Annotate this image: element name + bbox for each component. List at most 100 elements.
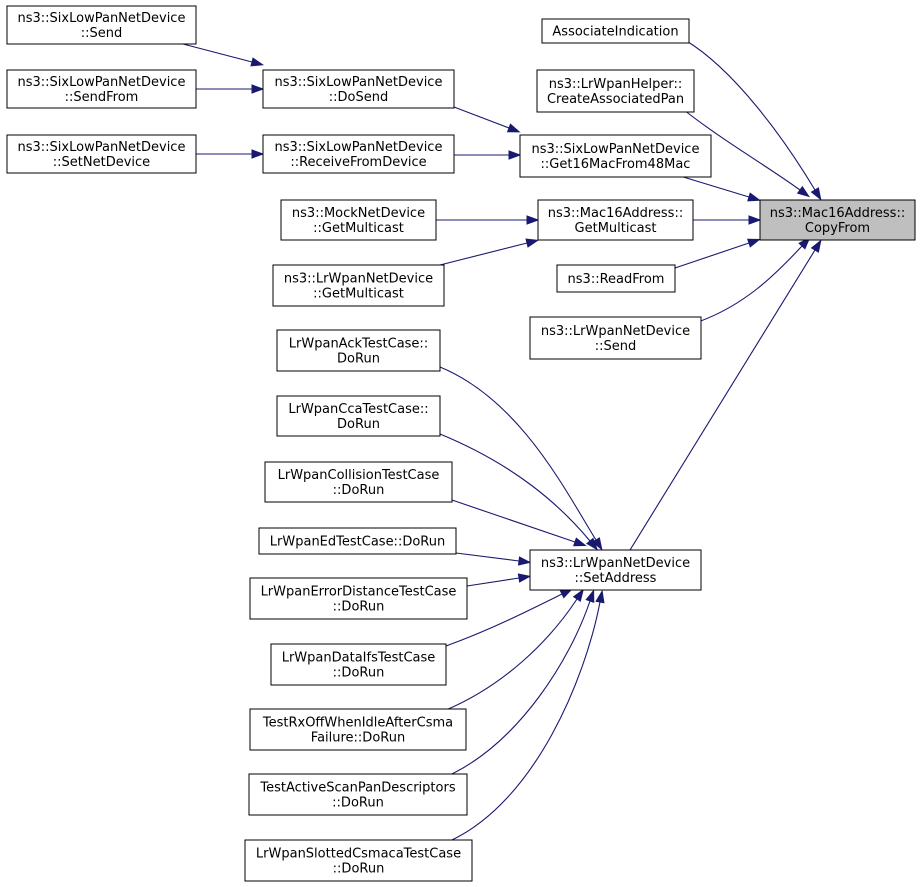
node-setnetdev6[interactable]: ns3::SixLowPanNetDevice::SetNetDevice xyxy=(6,134,197,174)
edge-setnetdev6-to-recvfrom6 xyxy=(196,149,265,159)
node-box xyxy=(529,549,702,591)
node-label-line: ::SetNetDevice xyxy=(53,155,150,170)
edge-ed-to-setaddr xyxy=(455,552,532,566)
node-box xyxy=(759,199,916,241)
node-slotted[interactable]: LrWpanSlottedCsmacaTestCase::DoRun xyxy=(244,839,473,882)
node-recvfrom6[interactable]: ns3::SixLowPanNetDevice::ReceiveFromDevi… xyxy=(262,134,455,174)
node-label-line: ns3::SixLowPanNetDevice xyxy=(18,140,186,155)
edge-line xyxy=(451,600,591,775)
node-label-line: ::GetMulticast xyxy=(313,287,404,302)
node-label-line: LrWpanAckTestCase:: xyxy=(289,337,428,352)
edge-line xyxy=(439,433,591,542)
node-label-line: ns3::LrWpanNetDevice xyxy=(284,272,433,287)
node-box xyxy=(262,69,455,109)
node-box xyxy=(6,5,197,45)
node-setaddr[interactable]: ns3::LrWpanNetDevice::SetAddress xyxy=(529,549,702,591)
node-label-line: ns3::SixLowPanNetDevice xyxy=(275,140,443,155)
edge-sendfrom6-to-dosend6 xyxy=(196,84,265,94)
node-box xyxy=(541,18,690,44)
node-copyfrom[interactable]: ns3::Mac16Address::CopyFrom xyxy=(759,199,916,241)
node-createpan[interactable]: ns3::LrWpanHelper::CreateAssociatedPan xyxy=(536,69,695,113)
arrowhead-icon xyxy=(810,187,822,201)
edge-get16-to-copyfrom xyxy=(679,175,761,202)
edge-line xyxy=(445,598,578,711)
node-label-line: LrWpanSlottedCsmacaTestCase xyxy=(256,847,461,862)
edge-line xyxy=(697,245,803,323)
node-errdist[interactable]: LrWpanErrorDistanceTestCase::DoRun xyxy=(249,577,468,620)
node-ack[interactable]: LrWpanAckTestCase::DoRun xyxy=(276,329,441,372)
node-label-line: LrWpanDataIfsTestCase xyxy=(282,651,436,666)
node-label-line: ::DoRun xyxy=(333,483,385,498)
arrowhead-icon xyxy=(595,589,605,604)
node-box xyxy=(519,134,712,178)
edge-assocind-to-copyfrom xyxy=(684,39,822,201)
node-label-line: GetMulticast xyxy=(575,221,657,236)
node-assocind[interactable]: AssociateIndication xyxy=(541,18,690,44)
arrowhead-icon xyxy=(585,589,595,604)
edge-line xyxy=(683,109,801,191)
edge-dosend6-to-get16 xyxy=(453,106,521,133)
edge-line xyxy=(466,577,520,587)
node-label-line: AssociateIndication xyxy=(552,25,678,40)
node-ed[interactable]: LrWpanEdTestCase::DoRun xyxy=(258,527,457,555)
node-dataifs[interactable]: LrWpanDataIfsTestCase::DoRun xyxy=(270,643,447,686)
node-box xyxy=(529,316,702,360)
arrowhead-icon xyxy=(573,537,587,547)
node-label-line: ::ReceiveFromDevice xyxy=(290,155,426,170)
node-label-line: ::Get16MacFrom48Mac xyxy=(541,157,691,172)
node-label-line: ::Send xyxy=(81,26,123,41)
edge-lrwpansend-to-copyfrom xyxy=(697,236,811,323)
node-get16[interactable]: ns3::SixLowPanNetDevice::Get16MacFrom48M… xyxy=(519,134,712,178)
node-label-line: ::DoSend xyxy=(329,90,388,105)
edge-errdist-to-setaddr xyxy=(466,573,532,587)
arrowhead-icon xyxy=(810,239,822,253)
node-box xyxy=(249,708,467,751)
node-label-line: LrWpanCcaTestCase:: xyxy=(288,402,428,417)
node-activescan[interactable]: TestActiveScanPanDescriptors::DoRun xyxy=(248,773,468,816)
node-dosend6[interactable]: ns3::SixLowPanNetDevice::DoSend xyxy=(262,69,455,109)
arrowhead-icon xyxy=(517,556,532,566)
edge-line xyxy=(684,39,816,191)
node-label-line: Failure::DoRun xyxy=(311,731,405,746)
node-sendfrom6[interactable]: ns3::SixLowPanNetDevice::SendFrom xyxy=(6,69,197,109)
node-mac16mc[interactable]: ns3::Mac16Address::GetMulticast xyxy=(537,199,694,241)
node-label-line: ::SendFrom xyxy=(65,90,139,105)
arrowhead-icon xyxy=(586,537,599,551)
node-label-line: DoRun xyxy=(337,352,380,367)
node-cca[interactable]: LrWpanCcaTestCase::DoRun xyxy=(276,395,441,437)
node-label-line: LrWpanErrorDistanceTestCase xyxy=(261,585,457,600)
node-label-line: ns3::LrWpanNetDevice xyxy=(541,324,690,339)
node-box xyxy=(270,643,447,686)
node-mockmc[interactable]: ns3::MockNetDevice::GetMulticast xyxy=(280,199,437,241)
node-lrwpansend[interactable]: ns3::LrWpanNetDevice::Send xyxy=(529,316,702,360)
node-label-line: ns3::SixLowPanNetDevice xyxy=(275,75,443,90)
edge-mac16mc-to-copyfrom xyxy=(693,215,762,225)
node-lrwpanmc[interactable]: ns3::LrWpanNetDevice::GetMulticast xyxy=(272,264,445,307)
edge-line xyxy=(439,242,528,266)
arrowhead-icon xyxy=(572,588,584,603)
node-readfrom[interactable]: ns3::ReadFrom xyxy=(556,264,676,293)
node-box xyxy=(280,199,437,241)
node-label-line: CreateAssociatedPan xyxy=(547,92,684,107)
edge-collision-to-setaddr xyxy=(451,499,587,547)
edge-activescan-to-setaddr xyxy=(451,589,595,775)
arrowhead-icon xyxy=(525,238,540,248)
node-label-line: ::DoRun xyxy=(332,796,384,811)
node-label-line: ns3::Mac16Address:: xyxy=(548,206,683,221)
edge-readfrom-to-copyfrom xyxy=(674,238,761,269)
edge-line xyxy=(451,499,576,543)
node-box xyxy=(6,69,197,109)
node-label-line: ns3::SixLowPanNetDevice xyxy=(18,11,186,26)
arrowhead-icon xyxy=(517,573,532,583)
node-collision[interactable]: LrWpanCollisionTestCase::DoRun xyxy=(264,461,453,503)
node-label-line: ns3::LrWpanNetDevice xyxy=(541,556,690,571)
node-box xyxy=(248,773,468,816)
node-label-line: ns3::Mac16Address:: xyxy=(770,206,905,221)
node-label-line: ::DoRun xyxy=(333,666,385,681)
arrowhead-icon xyxy=(748,215,762,225)
node-send6[interactable]: ns3::SixLowPanNetDevice::Send xyxy=(6,5,197,45)
arrowhead-icon xyxy=(250,57,265,67)
edge-line xyxy=(182,43,253,63)
node-box xyxy=(249,577,468,620)
